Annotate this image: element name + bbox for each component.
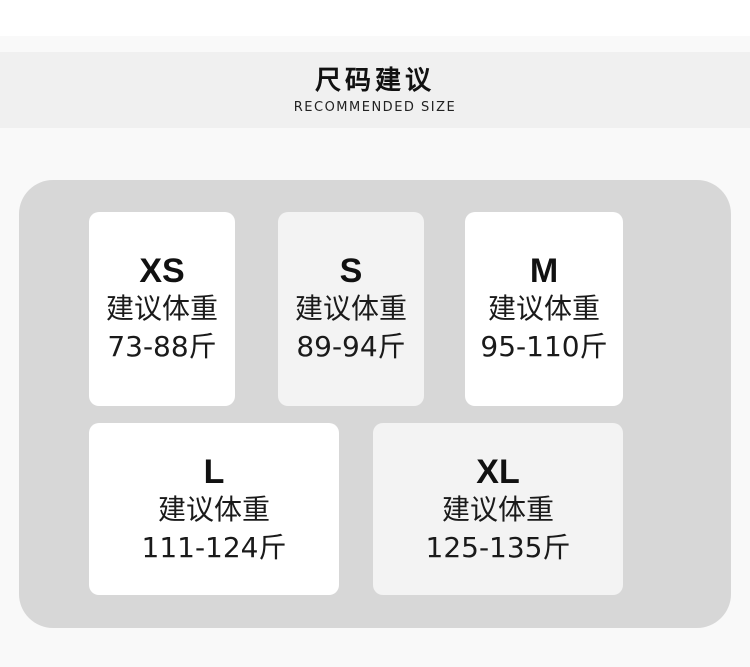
- size-card-m: M 建议体重 95-110斤: [465, 212, 623, 406]
- size-card-l: L 建议体重 111-124斤: [89, 423, 339, 595]
- weight-range: 111-124斤: [141, 531, 287, 564]
- size-card-xs: XS 建议体重 73-88斤: [89, 212, 235, 406]
- weight-label: 建议体重: [441, 493, 554, 526]
- page-subtitle: RECOMMENDED SIZE: [293, 100, 457, 115]
- page-title: 尺码建议: [314, 66, 435, 96]
- top-strip: [0, 0, 750, 36]
- size-name: XS: [139, 252, 185, 290]
- size-name: XL: [476, 453, 520, 491]
- weight-range: 125-135斤: [425, 531, 571, 564]
- weight-label: 建议体重: [105, 292, 218, 325]
- weight-label: 建议体重: [157, 493, 270, 526]
- weight-range: 73-88斤: [107, 330, 217, 363]
- weight-label: 建议体重: [487, 292, 600, 325]
- weight-range: 89-94斤: [296, 330, 406, 363]
- size-name: L: [203, 453, 225, 491]
- size-card-s: S 建议体重 89-94斤: [278, 212, 424, 406]
- header-band: [0, 52, 750, 128]
- size-card-xl: XL 建议体重 125-135斤: [373, 423, 623, 595]
- size-name: S: [339, 252, 363, 290]
- weight-label: 建议体重: [294, 292, 407, 325]
- weight-range: 95-110斤: [480, 330, 608, 363]
- size-name: M: [529, 252, 559, 290]
